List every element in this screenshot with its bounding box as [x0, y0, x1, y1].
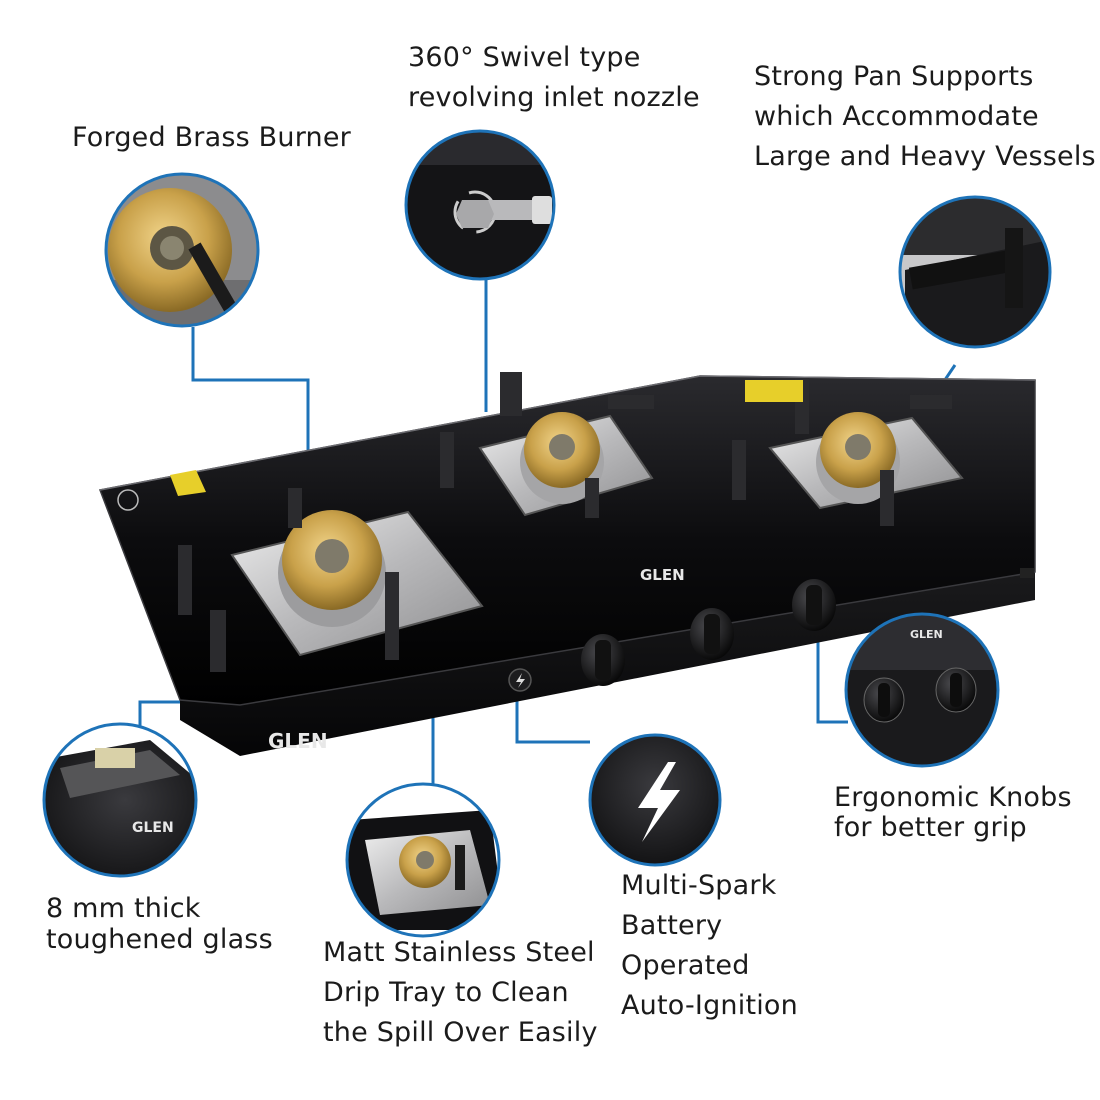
pan-support-left — [178, 488, 399, 672]
inset-glass-brand: GLEN — [132, 820, 174, 836]
inset-toughened-glass: GLEN — [42, 722, 198, 878]
ignition-button — [508, 668, 532, 692]
label-pan-supports: Strong Pan Supports which Accommodate La… — [754, 61, 1096, 172]
knob-left — [581, 634, 625, 686]
knob-right — [792, 579, 836, 631]
brand-front-logo: GLEN — [268, 729, 328, 753]
label-auto-ignition: Multi-Spark Battery Operated Auto-Igniti… — [621, 870, 798, 1021]
label-forged-brass-burner: Forged Brass Burner — [72, 122, 351, 153]
label-toughened-glass: 8 mm thick toughened glass — [46, 893, 273, 955]
brand-top-logo: GLEN — [640, 566, 685, 584]
inset-ergonomic-knobs: GLEN — [844, 612, 1000, 768]
gas-hob: GLEN GLEN — [98, 372, 1036, 756]
lightning-bolt-icon — [638, 762, 680, 842]
warning-sticker — [170, 470, 206, 496]
knob-middle — [690, 608, 734, 660]
inset-swivel-nozzle — [404, 129, 556, 281]
inset-knobs-brand: GLEN — [910, 628, 943, 641]
ignition-callout-line — [515, 690, 590, 744]
pan-support-middle — [440, 372, 654, 518]
certification-sticker — [745, 380, 803, 402]
inset-pan-support — [898, 195, 1052, 349]
inset-brass-burner — [104, 172, 260, 328]
knob-callout-line — [816, 625, 848, 724]
label-swivel-nozzle: 360° Swivel type revolving inlet nozzle — [408, 42, 700, 113]
label-drip-tray: Matt Stainless Steel Drip Tray to Clean … — [323, 937, 598, 1048]
inset-drip-tray — [345, 782, 501, 938]
label-ergonomic-knobs: Ergonomic Knobs for better grip — [834, 782, 1072, 843]
certification-seal — [117, 489, 139, 511]
inset-spark-ignition — [588, 733, 722, 867]
